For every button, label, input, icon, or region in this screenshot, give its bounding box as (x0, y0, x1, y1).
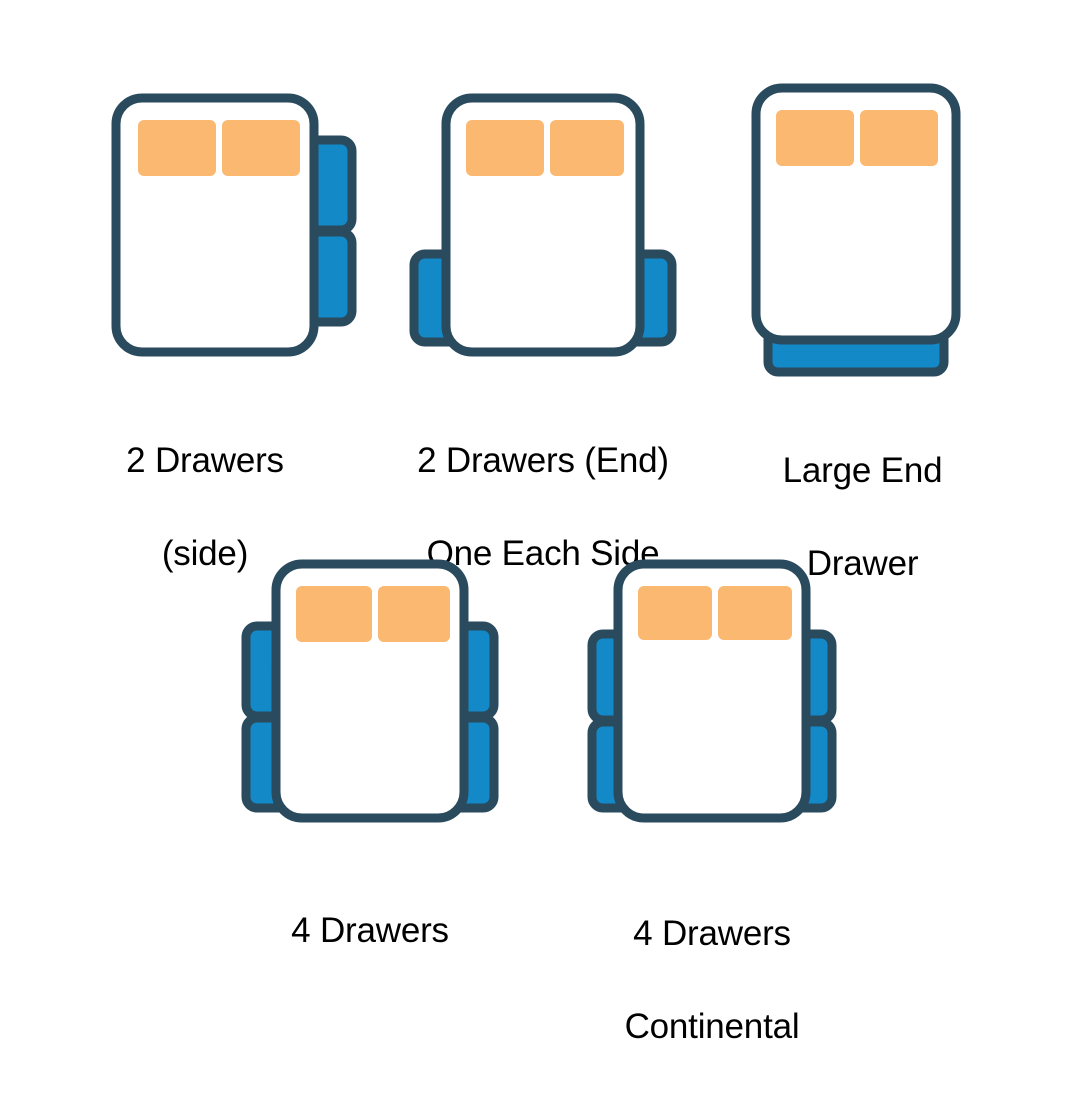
caption-line-1: Large End (782, 451, 943, 491)
bed-diagram-four-drawers-continental[interactable] (586, 558, 838, 830)
caption-large-end-drawer: Large End Drawer (735, 402, 990, 633)
pillow-right (718, 586, 792, 640)
caption-line-2: (side) (161, 533, 249, 573)
bed-illustration (409, 93, 677, 357)
pillow-right (860, 110, 938, 166)
pillow-left (466, 120, 544, 176)
pillow-left (296, 586, 372, 642)
caption-line-2: One Each Side (426, 533, 660, 573)
bed-diagram-large-end-drawer[interactable] (750, 82, 970, 382)
bed-illustration (751, 83, 961, 377)
caption-two-drawers-end: 2 Drawers (End) One Each Side (378, 392, 708, 623)
caption-line-1: 2 Drawers (End) (417, 441, 669, 481)
caption-line-2: Continental (624, 1006, 800, 1046)
caption-line-1: 2 Drawers (126, 441, 284, 481)
caption-two-drawers-side: 2 Drawers (side) (60, 392, 350, 623)
caption-line-1: 4 Drawers (633, 914, 791, 954)
caption-four-drawers: 4 Drawers (245, 862, 495, 1001)
bed-illustration (587, 559, 837, 823)
pillow-left (638, 586, 712, 640)
bed-diagram-two-drawers-side[interactable] (110, 92, 360, 364)
pillow-right (378, 586, 450, 642)
pillow-right (550, 120, 624, 176)
bed-illustration (241, 559, 499, 823)
bed-diagram-two-drawers-end[interactable] (408, 92, 678, 364)
bed-diagram-four-drawers[interactable] (240, 558, 500, 830)
pillow-left (138, 120, 216, 176)
caption-line-1: 4 Drawers (291, 911, 449, 951)
pillow-left (776, 110, 854, 166)
caption-four-drawers-continental: 4 Drawers Continental (572, 865, 852, 1096)
bed-illustration (111, 93, 357, 357)
caption-line-2: Drawer (806, 543, 919, 583)
pillow-right (222, 120, 300, 176)
